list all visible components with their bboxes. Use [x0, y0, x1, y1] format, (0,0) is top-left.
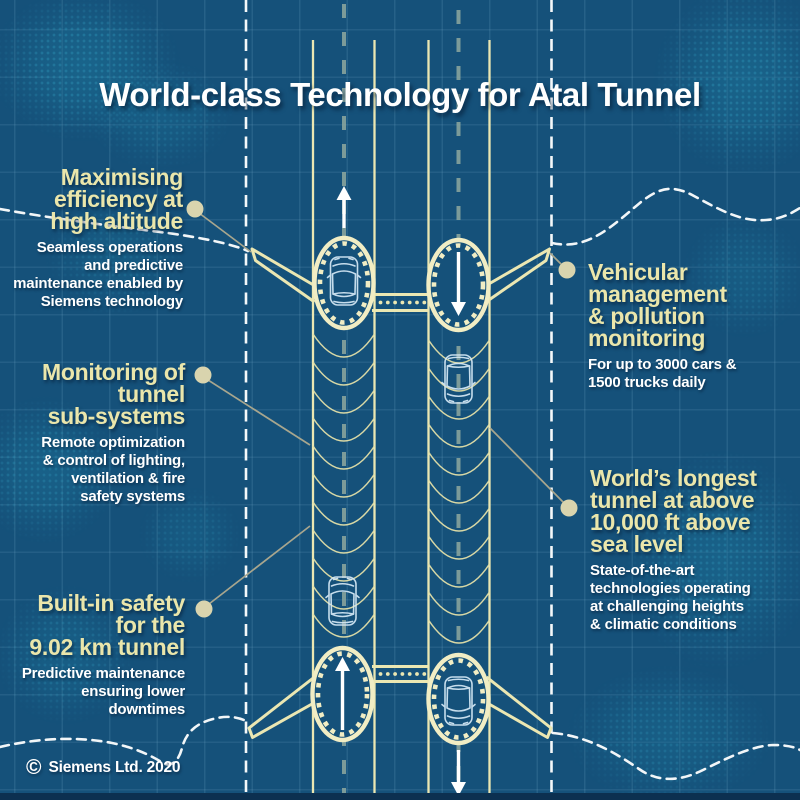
callout-worlds-longest-tunnel: World’s longest tunnel at above 10,000 f… [590, 467, 800, 634]
copyright-text: Siemens Ltd. 2020 [48, 758, 181, 776]
down-arrow-icon [451, 252, 466, 316]
cross-passage-bottom [372, 665, 429, 683]
callout-maximising-efficiency: Maximising efficiency at high altitude S… [0, 166, 183, 311]
callout-subtext: Remote optimization & control of lightin… [41, 434, 185, 505]
ridge-contours [0, 187, 800, 781]
wingwall-bottom-right [484, 675, 553, 739]
callout-vehicular-management: Vehicular management & pollution monitor… [588, 261, 798, 392]
callout-subtext: For up to 3000 cars & 1500 trucks daily [588, 356, 737, 391]
ridge-contour [0, 715, 250, 766]
cross-passage-dots [378, 672, 427, 676]
up-arrow-icon [335, 657, 350, 730]
tunnel-portals [310, 235, 491, 746]
dot-marker-icon [195, 600, 213, 618]
ridge-contour [551, 731, 800, 781]
page-title: World-class Technology for Atal Tunnel [99, 76, 701, 113]
dot-marker-icon [558, 261, 576, 279]
callout-heading: Built-in safety for the 9.02 km tunnel [29, 590, 185, 660]
dot-marker-icon [560, 499, 578, 517]
ridge-contour [0, 207, 250, 253]
lane-centerlines [342, 4, 461, 800]
bottom-strip [0, 793, 800, 800]
callout-subtext: State-of-the-art technologies operating … [590, 562, 751, 633]
cross-passage-dots [378, 300, 427, 305]
callout-built-in-safety: Built-in safety for the 9.02 km tunnel P… [0, 592, 185, 719]
callout-subtext: Seamless operations and predictive maint… [13, 239, 183, 310]
ridge-contour [550, 187, 800, 246]
cross-passage-top [372, 293, 429, 312]
tunnel-portal-top-left [312, 235, 376, 331]
tunnel-portal-bottom-right [426, 652, 491, 746]
dot-marker-icon [186, 200, 204, 218]
wingwall-bottom-left [247, 675, 317, 739]
callout-monitoring-subsystems: Monitoring of tunnel sub-systems Remote … [0, 361, 185, 506]
callout-leaders [198, 212, 565, 605]
tunnel-arcs-left [312, 333, 376, 638]
callout-heading: Vehicular management & pollution monitor… [588, 259, 727, 351]
valley-dashed-lines [244, 0, 553, 800]
callout-subtext: Predictive maintenance ensuring lower do… [21, 665, 185, 718]
callout-dots [186, 200, 578, 618]
callout-heading: Monitoring of tunnel sub-systems [42, 359, 185, 429]
dot-marker-icon [194, 366, 212, 384]
portal-wingwalls [247, 247, 553, 739]
callout-heading: World’s longest tunnel at above 10,000 f… [590, 465, 757, 557]
up-arrow-icon [336, 186, 352, 228]
copyright-icon: © [26, 756, 42, 779]
copyright: © Siemens Ltd. 2020 [26, 756, 181, 779]
callout-heading: Maximising efficiency at high altitude [50, 164, 183, 234]
direction-arrows [335, 186, 466, 796]
wingwall-top-right [485, 247, 551, 304]
down-arrow-icon [451, 750, 466, 796]
wingwall-top-left [250, 247, 316, 304]
